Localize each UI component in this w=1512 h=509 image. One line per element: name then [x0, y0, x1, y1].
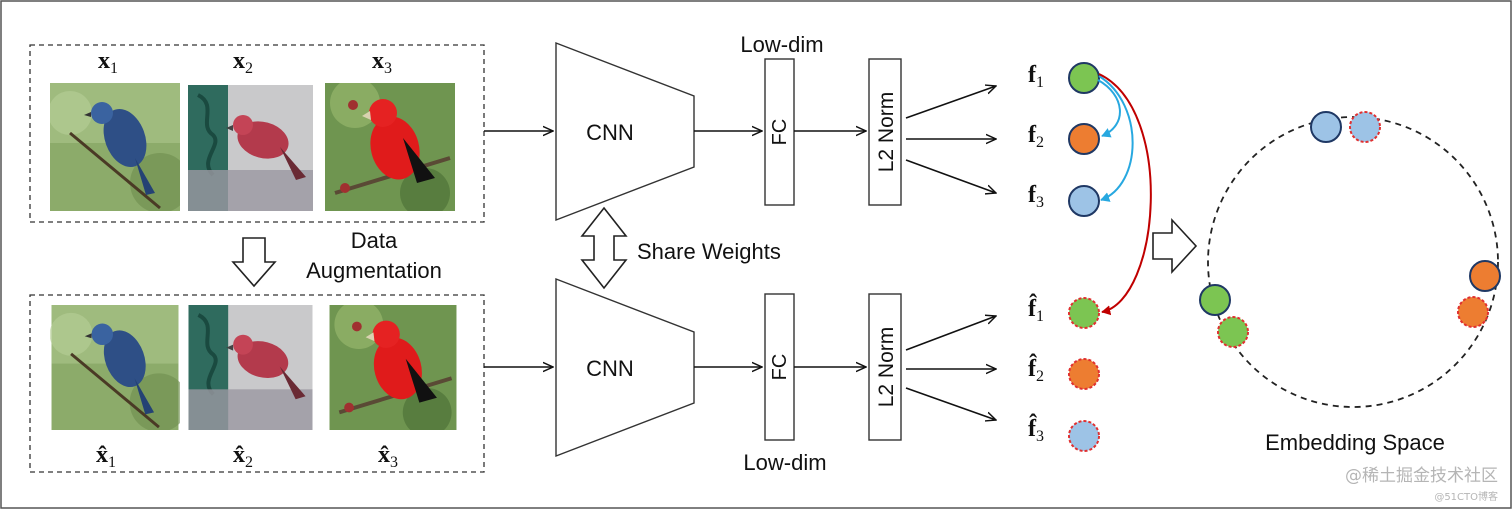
arrow-norm-fhat3: [905, 387, 996, 420]
arrow-f1-fhat1: [1098, 73, 1152, 316]
l2-norm-block-top: [868, 58, 902, 206]
feature-label-fhat3: f̂3: [1028, 414, 1044, 445]
down-arrow-icon: [231, 237, 277, 288]
image-bird-rose-bottom: [188, 305, 313, 430]
feature-circle-fhat3: [1068, 420, 1100, 452]
fc-block-top: [764, 58, 795, 206]
feature-circle-f2: [1068, 123, 1100, 155]
fc-label-top: FC: [769, 119, 791, 146]
input-label-x2: x2: [233, 48, 253, 77]
data-aug-label-line2: Augmentation: [306, 258, 442, 283]
l2-norm-block-bottom: [868, 293, 902, 441]
arrow-norm-fhat1: [905, 316, 996, 351]
share-weights-label: Share Weights: [637, 239, 781, 264]
image-bird-rose-top: [188, 85, 313, 211]
cnn-label-top: CNN: [586, 120, 634, 145]
double-arrow-icon: [580, 206, 628, 290]
watermark-subtext: @51CTO博客: [1434, 490, 1498, 503]
low-dim-label-bottom: Low-dim: [743, 450, 826, 475]
feature-label-f1: f1: [1028, 62, 1044, 91]
cnn-block-bottom: [555, 277, 695, 458]
arrow-norm-f3: [905, 159, 996, 193]
embedding-point-orange-dashed: [1457, 296, 1489, 328]
feature-label-fhat2: f̂2: [1028, 354, 1044, 385]
input-label-xhat1: x̂1: [96, 442, 116, 471]
image-bird-blue-bottom: [50, 305, 180, 430]
input-label-x1: x1: [98, 48, 118, 77]
input-box-top: [29, 44, 485, 223]
image-bird-red-top: [325, 83, 455, 211]
arrow-f1-f3: [1098, 75, 1134, 202]
feature-label-fhat1: f̂1: [1028, 294, 1044, 325]
embedding-circle: [1207, 116, 1499, 408]
fc-label-bottom: FC: [769, 354, 791, 381]
arrow-norm-f1: [905, 86, 996, 119]
input-label-xhat2: x̂2: [233, 442, 253, 471]
l2-norm-label-bottom: L2 Norm: [875, 327, 898, 408]
cnn-label-bottom: CNN: [586, 356, 634, 381]
arrow-f1-f2: [1097, 79, 1121, 138]
cnn-block-top: [555, 41, 695, 222]
data-aug-label-line1: Data: [351, 228, 398, 253]
embedding-point-green-dashed: [1217, 316, 1249, 348]
fc-block-bottom: [764, 293, 795, 441]
feature-circle-fhat1: [1068, 297, 1100, 329]
input-label-x3: x3: [372, 48, 392, 77]
input-label-xhat3: x̂3: [378, 442, 398, 471]
right-arrow-icon: [1152, 217, 1198, 275]
feature-label-f3: f3: [1028, 182, 1044, 211]
image-bird-red-bottom: [328, 305, 458, 430]
embedding-point-orange-solid: [1469, 260, 1501, 292]
feature-circle-fhat2: [1068, 358, 1100, 390]
embedding-point-blue-dashed: [1349, 111, 1381, 143]
low-dim-label-top: Low-dim: [740, 32, 823, 57]
embedding-point-blue-solid: [1310, 111, 1342, 143]
image-bird-blue-top: [50, 83, 180, 211]
feature-circle-f3: [1068, 185, 1100, 217]
embedding-space-label: Embedding Space: [1265, 430, 1445, 455]
input-box-bottom: [29, 294, 485, 473]
l2-norm-label-top: L2 Norm: [875, 92, 898, 173]
feature-circle-f1: [1068, 62, 1100, 94]
embedding-point-green-solid: [1199, 284, 1231, 316]
watermark-text: @稀土掘金技术社区: [1345, 466, 1498, 486]
feature-label-f2: f2: [1028, 122, 1044, 151]
